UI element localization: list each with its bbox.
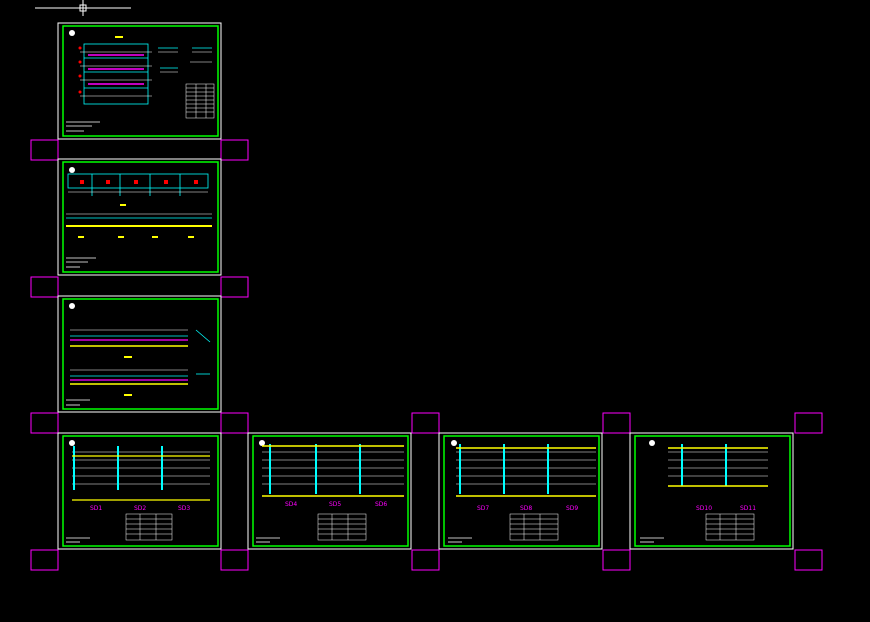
- viewport-markers: [30, 139, 823, 571]
- drawing-sheet-2[interactable]: [57, 158, 222, 276]
- section-label-sd8: SD8: [520, 505, 532, 512]
- section-label-sd5: SD5: [329, 501, 341, 508]
- drawing-sheet-1[interactable]: [57, 22, 222, 140]
- crosshair-cursor-icon: [35, 0, 131, 16]
- drawing-sheet-7[interactable]: SD10 SD11: [629, 432, 794, 550]
- drawing-sheet-4[interactable]: SD1 SD2 SD3: [57, 432, 222, 550]
- section-label-sd3: SD3: [178, 505, 190, 512]
- section-label-sd2: SD2: [134, 505, 146, 512]
- section-label-sd11: SD11: [740, 505, 756, 512]
- section-label-sd4: SD4: [285, 501, 297, 508]
- drawing-sheet-5[interactable]: SD4 SD5 SD6: [247, 432, 412, 550]
- drawing-sheet-3[interactable]: [57, 295, 222, 413]
- section-label-sd7: SD7: [477, 505, 489, 512]
- section-label-sd10: SD10: [696, 505, 712, 512]
- section-label-sd6: SD6: [375, 501, 387, 508]
- section-label-sd9: SD9: [566, 505, 578, 512]
- drawing-sheet-6[interactable]: SD7 SD8 SD9: [438, 432, 603, 550]
- section-label-sd1: SD1: [90, 505, 102, 512]
